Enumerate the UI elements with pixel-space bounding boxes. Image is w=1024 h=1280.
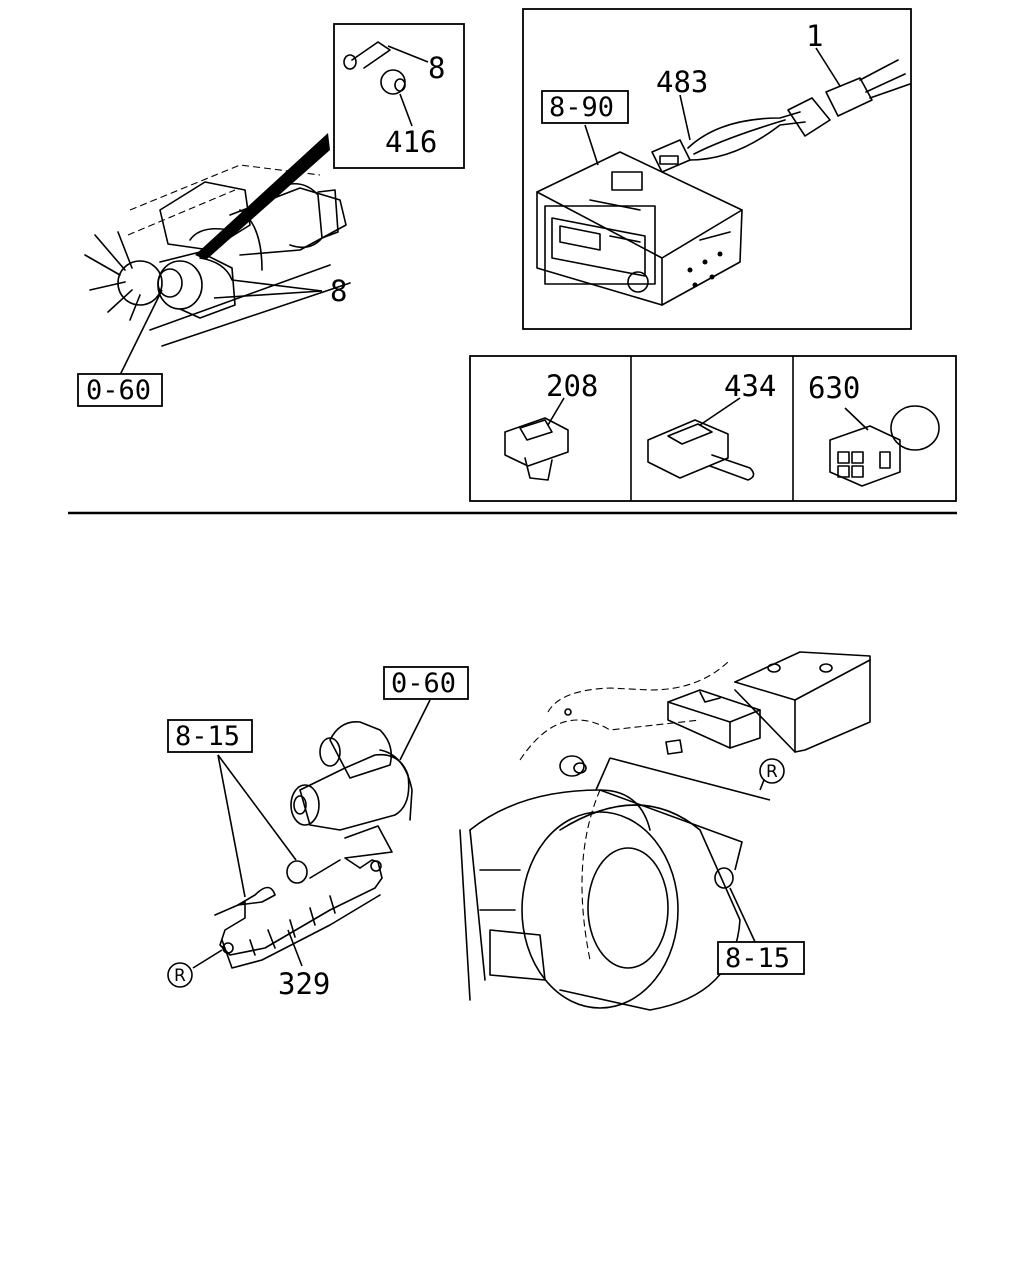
radio-panel-box	[522, 8, 912, 330]
chassis-illustration	[459, 659, 741, 1011]
connector-434-illustration	[647, 397, 755, 481]
callout-630: 630	[808, 371, 860, 405]
battery-cable-illustration	[192, 754, 393, 969]
callout-8-engine: 8	[330, 274, 347, 308]
marker-r-right-label: R	[766, 762, 778, 782]
ref-box-8-15-left	[167, 719, 253, 753]
engine-illustration	[84, 133, 351, 376]
ref-0-60-top: 0-60	[86, 375, 151, 406]
ref-box-0-60-bottom	[383, 666, 469, 700]
callout-416: 416	[385, 125, 437, 159]
ref-8-90: 8-90	[549, 92, 614, 123]
ref-0-60-bottom: 0-60	[391, 668, 456, 699]
ref-box-8-15-right	[717, 941, 805, 975]
ref-box-8-90	[541, 90, 629, 124]
callout-329: 329	[278, 967, 330, 1001]
callout-1: 1	[806, 19, 823, 53]
callout-483: 483	[656, 65, 708, 99]
battery-ground-leaders	[595, 757, 771, 945]
ref-8-15-left: 8-15	[175, 721, 240, 752]
callout-208: 208	[546, 369, 598, 403]
marker-r-left-label: R	[174, 966, 186, 986]
callout-8-inset: 8	[428, 51, 445, 85]
connector-630-illustration	[829, 405, 940, 487]
callout-434: 434	[724, 369, 776, 403]
ref-8-15-right: 8-15	[725, 943, 790, 974]
inset-box-fasteners	[333, 23, 465, 169]
connector-208-illustration	[504, 397, 569, 481]
battery-illustration	[667, 651, 871, 753]
bolt-and-nut-illustration	[343, 41, 429, 127]
marker-r-right	[759, 758, 785, 784]
radio-illustration	[536, 124, 743, 306]
ref-box-0-60-top	[77, 373, 163, 407]
harness-illustration	[651, 47, 911, 173]
marker-r-left	[167, 962, 193, 988]
starter-motor-illustration	[290, 699, 431, 831]
